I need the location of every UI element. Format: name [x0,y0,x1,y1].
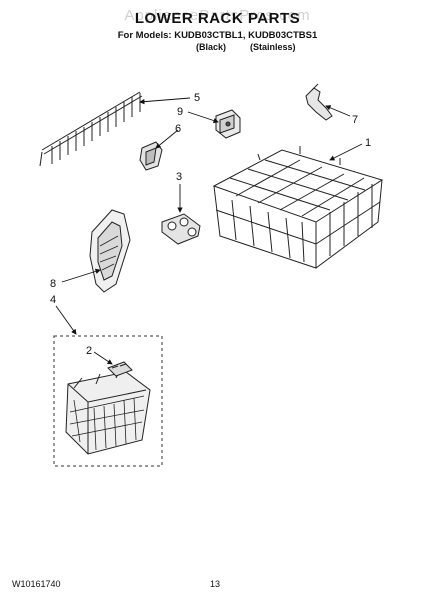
page-number: 13 [210,579,221,589]
part-2-clip [107,361,133,377]
part-4-silverware-basket-group [53,335,163,467]
part-6-clip [139,141,163,171]
part-7-hinge [305,83,333,121]
diagram-title: LOWER RACK PARTS [134,10,301,27]
callout-8: 8 [50,278,56,290]
part-1-lower-rack [212,146,384,269]
finish-black-label: (Black) [196,42,227,52]
watermark-text: AppliancePartsPros.com [124,7,311,24]
callout-1: 1 [365,137,371,149]
part-4-silverware-basket [65,369,151,455]
part-5-tine-row [39,91,143,167]
callout-4: 4 [50,294,56,306]
part-9-bracket [215,109,241,139]
part-3-wheel-assembly [161,213,201,245]
callout-9: 9 [177,106,183,118]
callout-5: 5 [194,92,200,104]
callout-3: 3 [176,171,182,183]
callout-7: 7 [352,114,358,126]
part-8-basket-cover [89,209,131,293]
callout-6: 6 [175,123,181,135]
callout-leaders [55,97,363,365]
finish-stainless-label: (Stainless) [250,42,296,52]
model-numbers: For Models: KUDB03CTBL1, KUDB03CTBS1 [117,30,318,41]
document-number: W10161740 [12,579,61,589]
callout-2: 2 [86,345,92,357]
